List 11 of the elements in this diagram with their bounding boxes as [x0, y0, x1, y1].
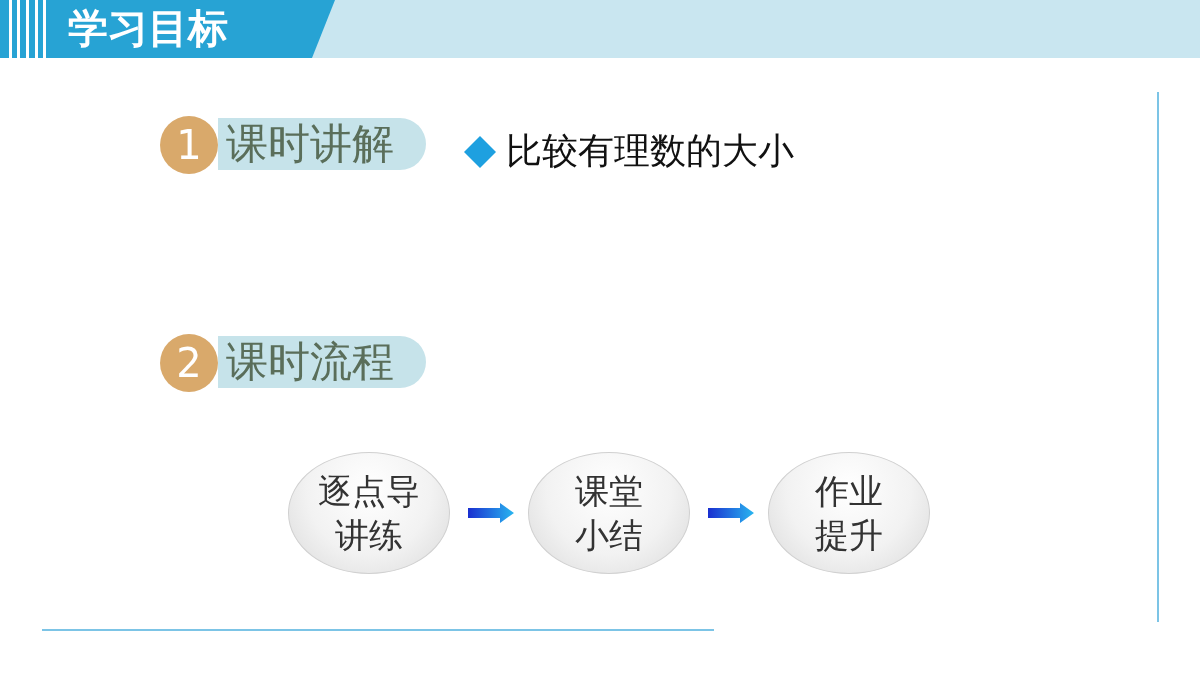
- number-badge: 2: [160, 334, 218, 392]
- bullet-text: 比较有理数的大小: [506, 129, 794, 173]
- arrow: [708, 503, 754, 523]
- arrow: [468, 503, 514, 523]
- step-ellipse: 作业提升: [768, 452, 930, 574]
- heading-pill: 课时流程: [218, 336, 426, 388]
- number-badge: 1: [160, 116, 218, 174]
- slide-title: 学习目标: [68, 4, 228, 53]
- heading-pill: 课时讲解: [218, 118, 426, 170]
- step-ellipse: 课堂小结: [528, 452, 690, 574]
- step-ellipse: 逐点导讲练: [288, 452, 450, 574]
